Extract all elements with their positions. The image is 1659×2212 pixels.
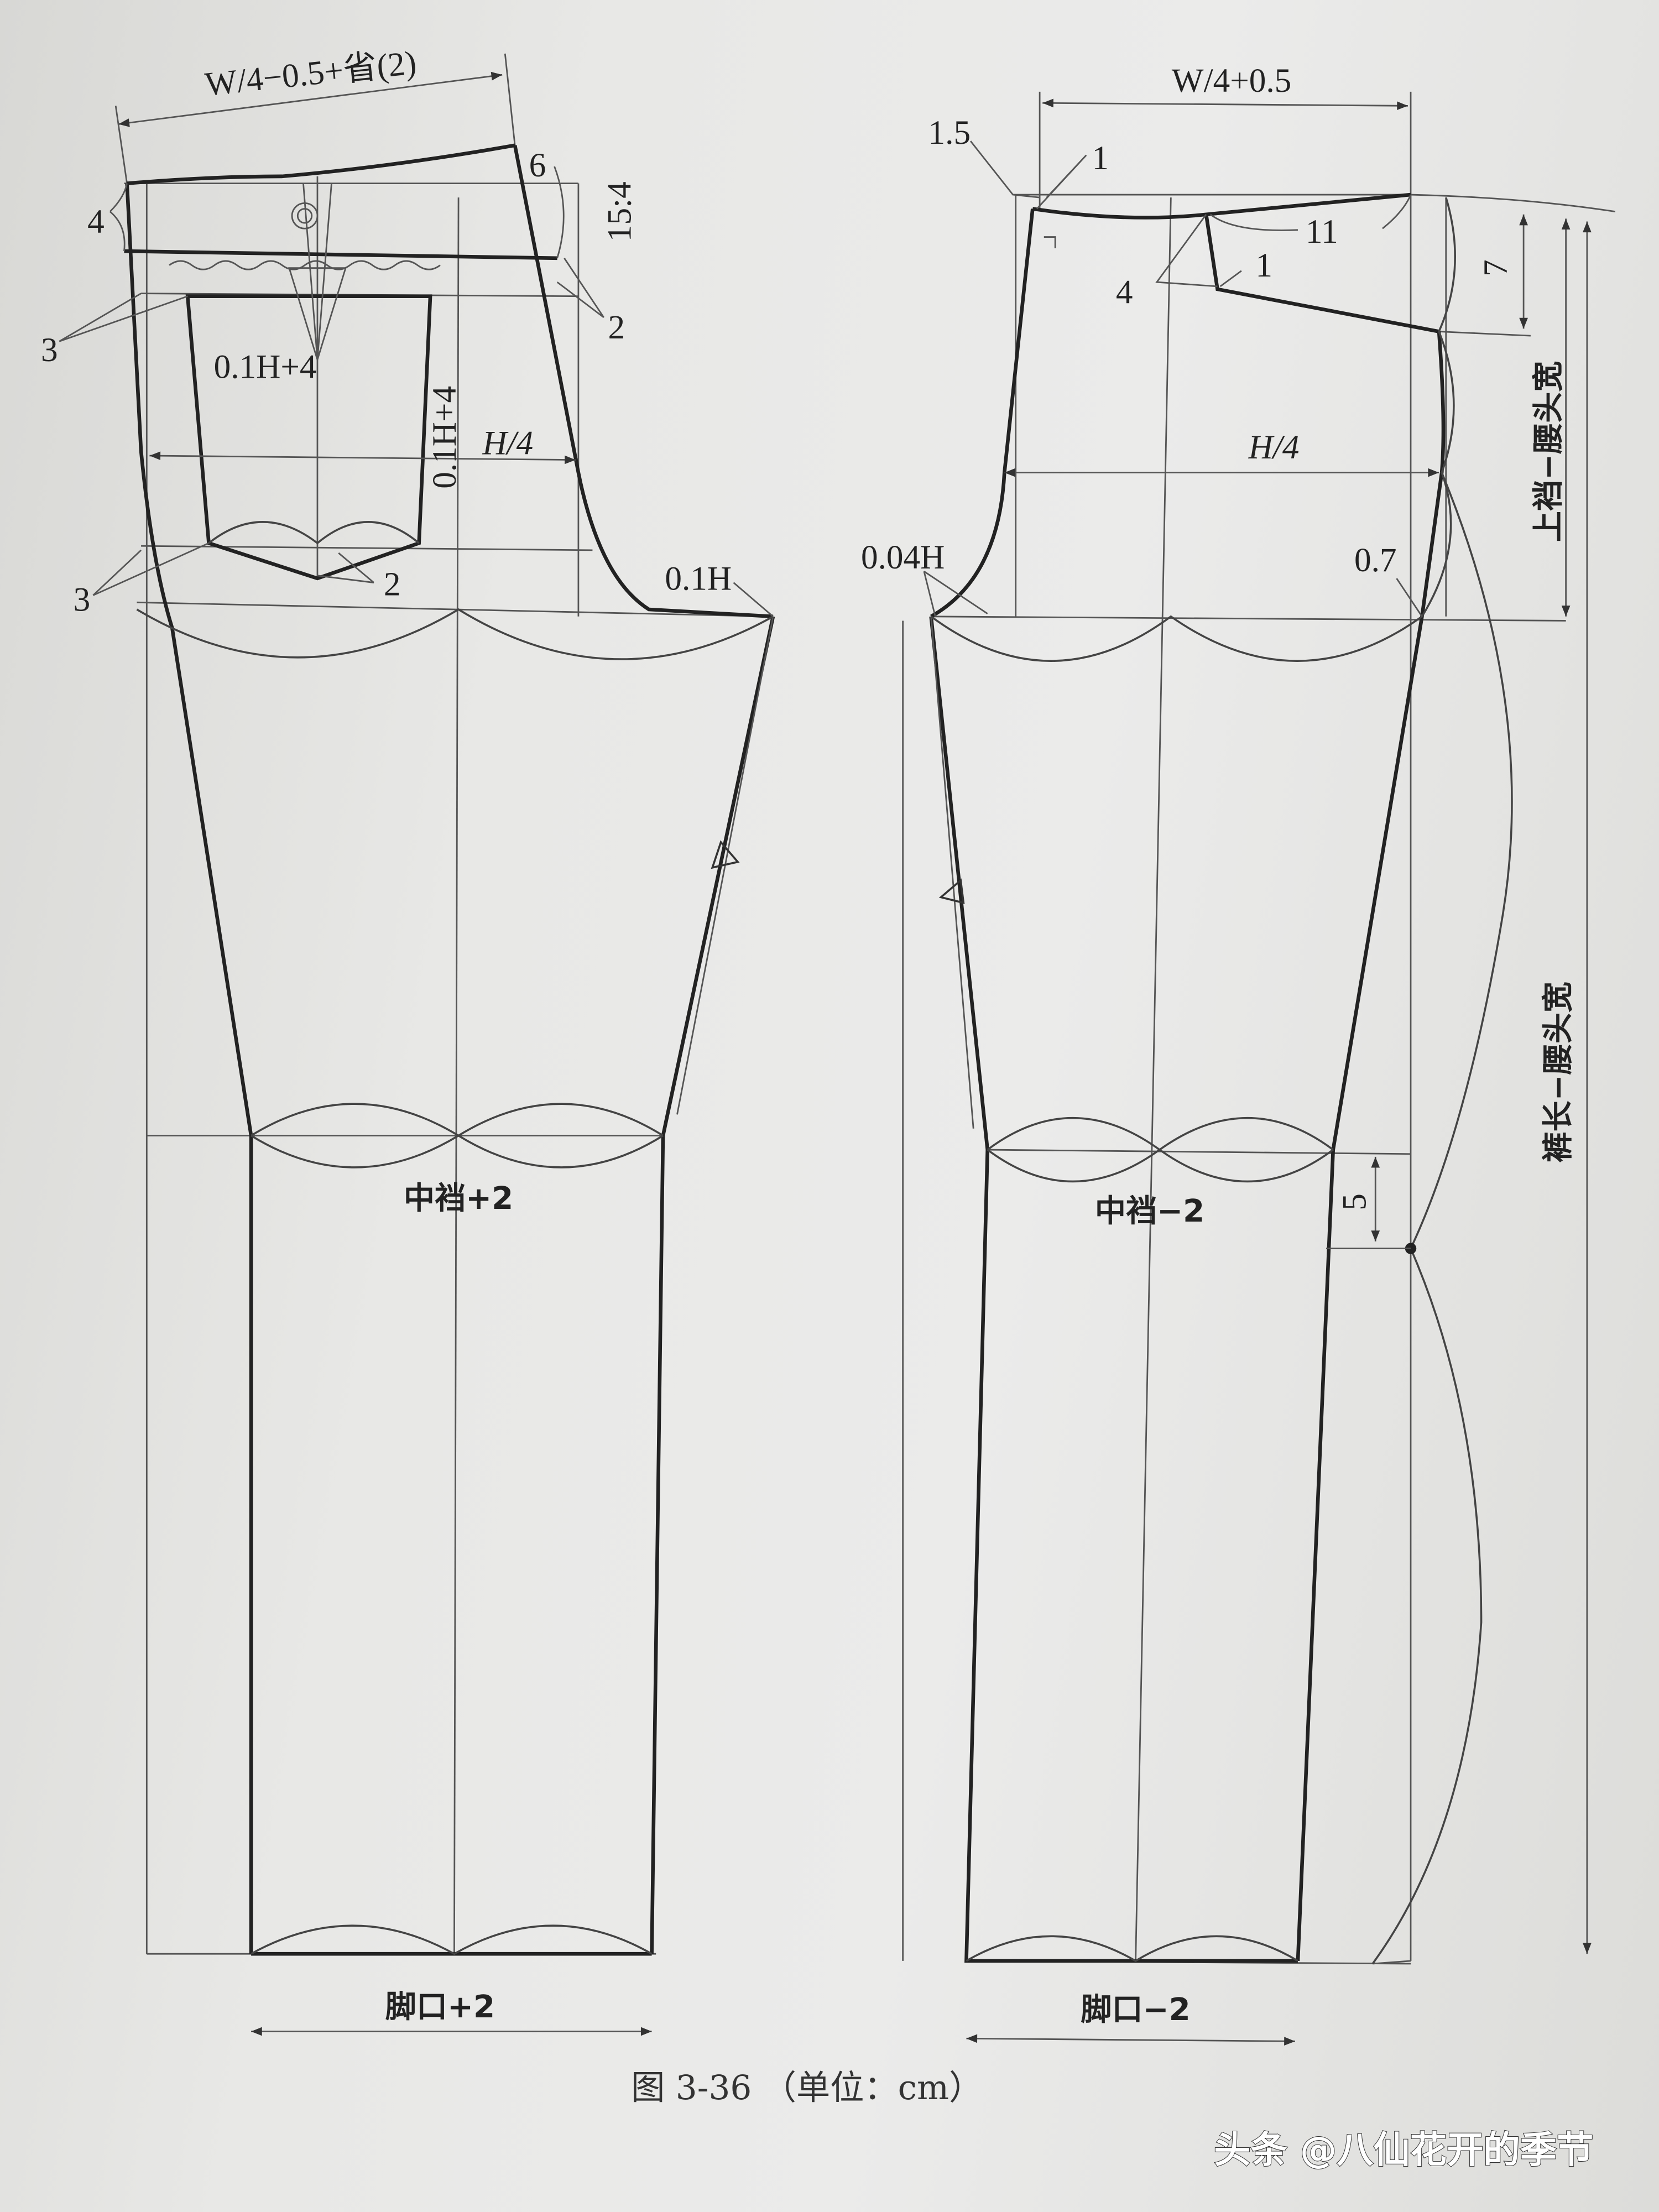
back-hem-label: 脚口+2 <box>385 1989 495 2025</box>
notch-triangle-icon <box>938 878 965 905</box>
front-label-5: 5 <box>1335 1193 1373 1211</box>
back-waistband-line <box>124 249 557 260</box>
front-label-1-5: 1.5 <box>928 114 971 152</box>
front-hem-arcs <box>966 1935 1298 1962</box>
front-label-0-7: 0.7 <box>1354 541 1397 579</box>
front-dart-guide <box>1044 213 1218 288</box>
watermark: 头条 @八仙花开的季节 <box>1214 2128 1593 2172</box>
back-knee-label: 中裆+2 <box>404 1181 513 1217</box>
front-length-label: 裤长−腰头宽 <box>1541 982 1577 1163</box>
front-waist-extension <box>1410 194 1616 213</box>
back-label-4: 4 <box>87 203 105 241</box>
length-point-dot <box>1405 1243 1417 1254</box>
figure-caption: 图 3-36 （单位：cm） <box>631 2068 983 2107</box>
front-crotch-extension-label: 0.04H <box>861 539 945 576</box>
front-label-7: 7 <box>1477 259 1514 276</box>
front-hem-arrow <box>966 2034 1295 2046</box>
back-hip-label: H/4 <box>482 424 533 462</box>
back-pocket-width-label: 0.1H+4 <box>214 348 317 386</box>
front-leader-lines <box>923 140 1423 617</box>
front-center-seam <box>930 208 1035 618</box>
front-waist-line <box>1032 192 1411 220</box>
front-label-1-dart: 1 <box>1255 247 1272 284</box>
front-knee-label: 中裆−2 <box>1095 1193 1204 1229</box>
waistband-stitch-wavy-line <box>169 260 441 270</box>
front-rise-label: 上裆−腰头宽 <box>1531 361 1567 542</box>
buttonhole-inner-icon <box>296 208 313 224</box>
back-pocket-outline <box>185 294 432 581</box>
front-hem-label: 脚口−2 <box>1081 1992 1190 2028</box>
front-construction-lines <box>902 91 1566 1965</box>
back-leader-lines <box>59 166 774 617</box>
buttonhole-icon <box>291 202 319 229</box>
back-construction-lines <box>114 53 773 1955</box>
front-crotch-arcs <box>930 615 1423 662</box>
back-piece: W/4−0.5+省(2) 4 6 15:4 3 2 <box>41 44 775 2036</box>
front-waist-width-label: W/4+0.5 <box>1172 62 1291 100</box>
front-inseam-guide <box>930 616 974 1129</box>
back-side-seam <box>513 145 774 619</box>
back-knee-arcs <box>251 1103 664 1168</box>
front-label-11: 11 <box>1306 213 1338 251</box>
back-dart <box>288 183 347 363</box>
back-waist-dimension-arrow <box>118 71 503 127</box>
back-ratio-label: 15:4 <box>601 181 638 242</box>
back-label-6: 6 <box>529 147 546 184</box>
back-label-2-upper: 2 <box>608 309 625 346</box>
front-hip-label: H/4 <box>1248 429 1300 466</box>
back-inseam <box>650 616 775 1954</box>
front-knee-arcs <box>987 1117 1334 1183</box>
back-label-3-lower: 3 <box>74 581 91 619</box>
front-waist-dimension-arrow <box>1042 98 1408 111</box>
back-label-3-upper: 3 <box>41 331 58 369</box>
back-crotch-extension-label: 0.1H <box>665 560 732 597</box>
back-hip-arrow <box>149 451 576 465</box>
back-hem-arcs <box>251 1924 653 1955</box>
notch-triangle-icon <box>711 840 740 869</box>
front-pocket-line <box>1204 214 1439 333</box>
front-inseam-and-hem <box>929 616 1298 1963</box>
front-piece: W/4+0.5 1.5 1 11 <box>861 62 1616 2046</box>
back-label-2-lower: 2 <box>384 566 401 603</box>
back-waist-line <box>127 143 515 185</box>
front-length-arcs <box>1371 472 1513 1965</box>
back-pocket-arcs <box>208 521 420 545</box>
back-crotch-arcs <box>136 608 774 660</box>
back-pocket-depth-label: 0.1H+4 <box>426 386 463 489</box>
back-center-seam <box>125 183 253 1954</box>
back-waist-width-label: W/4−0.5+省(2) <box>204 44 419 103</box>
front-label-1-top: 1 <box>1092 139 1109 177</box>
front-label-4: 4 <box>1116 273 1133 311</box>
front-side-arcs <box>1421 197 1456 617</box>
